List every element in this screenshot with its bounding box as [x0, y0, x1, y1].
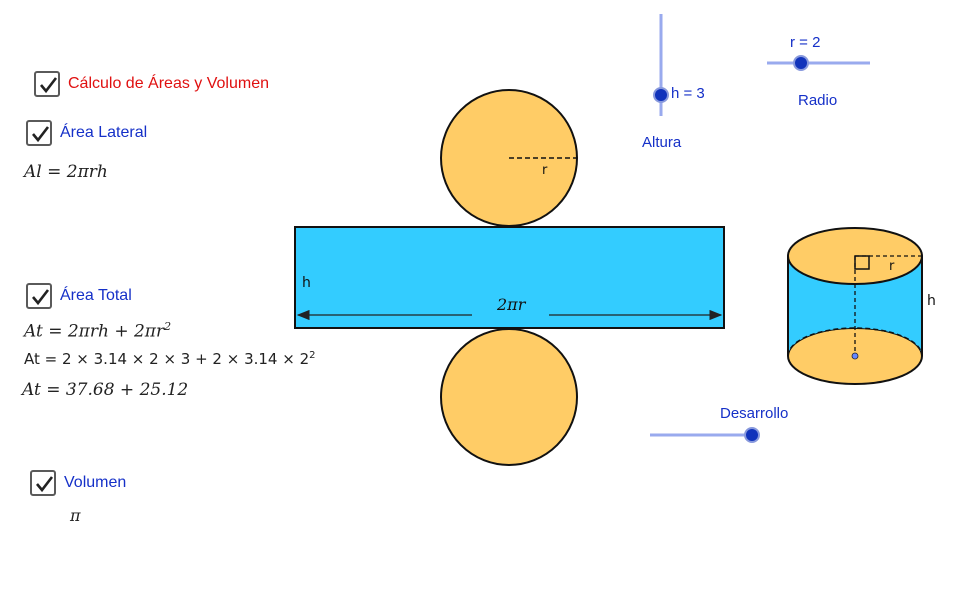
check-icon: [32, 289, 50, 306]
net-lateral-rectangle: [294, 226, 725, 329]
checkbox-calculo[interactable]: Cálculo de Áreas y Volumen: [34, 71, 269, 97]
altura-slider-value: h = 3: [671, 85, 705, 102]
checkbox-volumen-label: Volumen: [64, 474, 127, 491]
formula-area-total-exp: 2: [164, 320, 172, 333]
check-icon: [32, 126, 50, 143]
checkbox-area-total-box[interactable]: [26, 283, 52, 309]
checkbox-area-total-label: Área Total: [60, 287, 132, 304]
formula-area-total: At = 2πrh + 2πr2: [24, 320, 171, 342]
formula-area-total-substitution: At = 2 × 3.14 × 2 × 3 + 2 × 3.14 × 22: [24, 350, 316, 368]
desarrollo-slider-knob[interactable]: [744, 427, 760, 443]
cylinder-radius-label: r: [889, 259, 895, 274]
radio-slider-knob[interactable]: [793, 55, 809, 71]
cylinder-height-label: h: [927, 293, 936, 309]
formula-substitution-exp: 2: [309, 350, 316, 361]
checkbox-area-lateral[interactable]: Área Lateral: [26, 120, 147, 146]
formula-area-lateral: Al = 2πrh: [24, 162, 108, 182]
checkbox-area-total[interactable]: Área Total: [26, 283, 132, 309]
formula-volumen: π: [70, 506, 81, 525]
formula-substitution-text: At = 2 × 3.14 × 2 × 3 + 2 × 3.14 × 2: [24, 350, 310, 368]
checkbox-area-lateral-label: Área Lateral: [60, 124, 148, 141]
desarrollo-slider-name: Desarrollo: [720, 405, 789, 422]
checkbox-calculo-box[interactable]: [34, 71, 60, 97]
checkbox-volumen[interactable]: Volumen: [30, 470, 126, 496]
altura-slider-name: Altura: [642, 134, 682, 151]
altura-slider-knob[interactable]: [653, 87, 669, 103]
checkbox-area-lateral-box[interactable]: [26, 120, 52, 146]
net-radius-label: r: [542, 163, 548, 178]
check-icon: [40, 77, 58, 94]
cylinder-3d: [787, 227, 923, 385]
net-height-label: h: [302, 275, 311, 291]
formula-area-total-result: At = 37.68 + 25.12: [22, 380, 189, 400]
net-bottom-circle: [440, 328, 578, 466]
checkbox-volumen-box[interactable]: [30, 470, 56, 496]
net-circumference-label: 2πr: [496, 295, 527, 314]
checkbox-calculo-label: Cálculo de Áreas y Volumen: [68, 75, 269, 92]
radio-slider-value: r = 2: [790, 34, 821, 51]
check-icon: [36, 476, 54, 493]
radio-slider-name: Radio: [798, 92, 838, 109]
formula-area-total-text: At = 2πrh + 2πr: [24, 321, 165, 342]
